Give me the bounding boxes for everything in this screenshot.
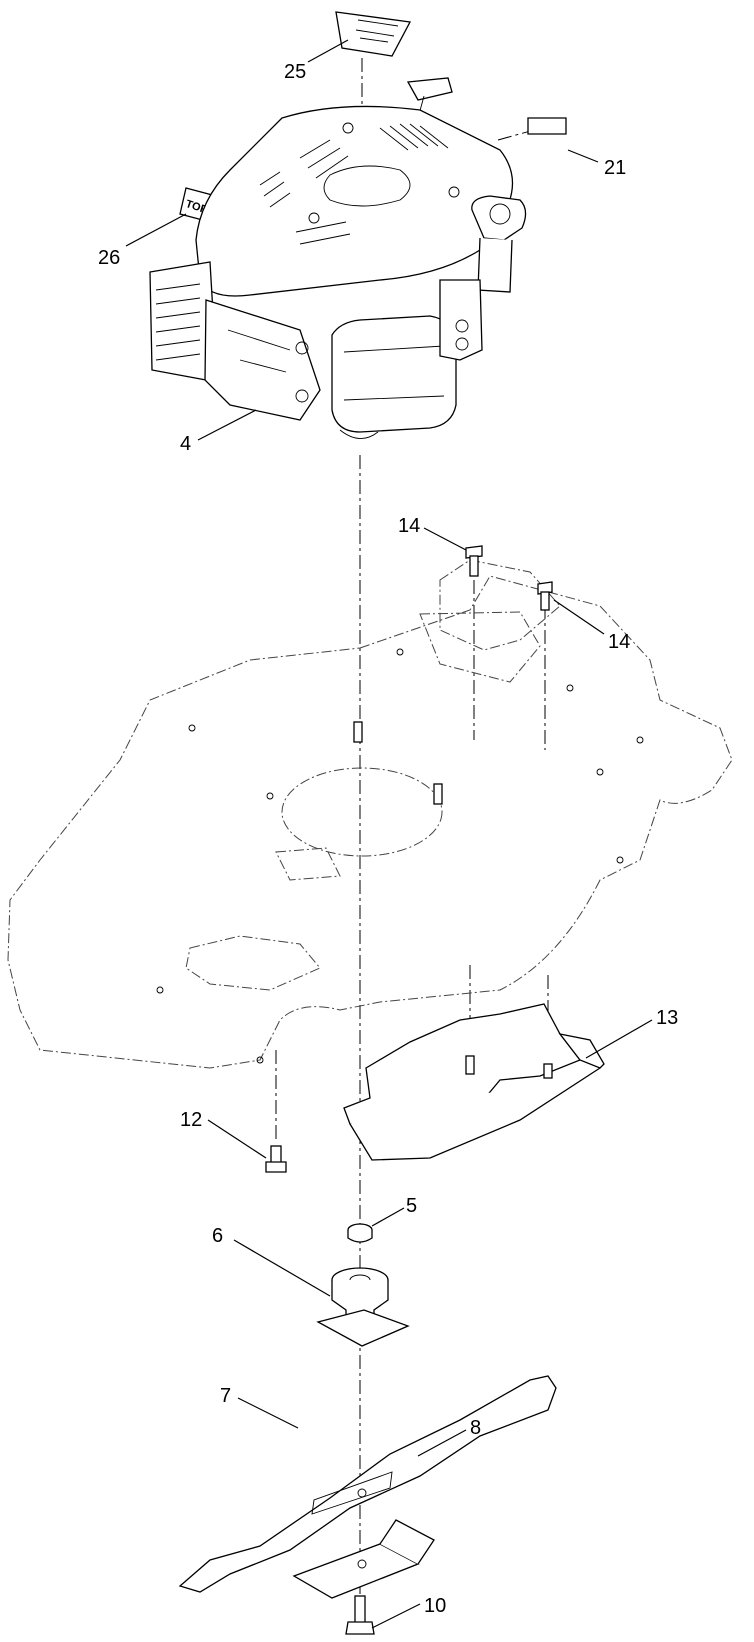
callout-4: 4 [180,433,191,455]
bolt-14-left [465,545,483,577]
callout-21: 21 [604,157,626,179]
callout-labels: 25 21 26 4 14 14 13 12 5 6 7 8 10 [98,61,678,1617]
engine [149,77,527,439]
blade-plate-8 [292,1519,435,1599]
callout-6: 6 [212,1225,223,1247]
callout-8: 8 [470,1417,481,1439]
callout-26: 26 [98,247,120,269]
assembly-centerlines [275,58,571,1605]
decal-25 [335,11,412,57]
baffle-13 [343,1003,605,1161]
decal-21 [527,117,567,135]
callout-25: 25 [284,61,306,83]
bolt-14-right [537,581,553,611]
callout-5: 5 [406,1195,417,1217]
blade-7 [178,1375,557,1593]
callout-10: 10 [424,1595,446,1617]
callout-14-lower: 14 [608,631,630,653]
callout-14-upper: 14 [398,515,420,537]
bolt-10 [345,1595,375,1635]
blade-adapter-6 [316,1267,410,1347]
callout-7: 7 [220,1385,231,1407]
leader-lines [125,39,653,1629]
key-5 [347,1223,373,1243]
mower-deck-phantom [7,559,733,1069]
callout-12: 12 [180,1109,202,1131]
bolt-12 [265,1145,287,1173]
callout-13: 13 [656,1007,678,1029]
